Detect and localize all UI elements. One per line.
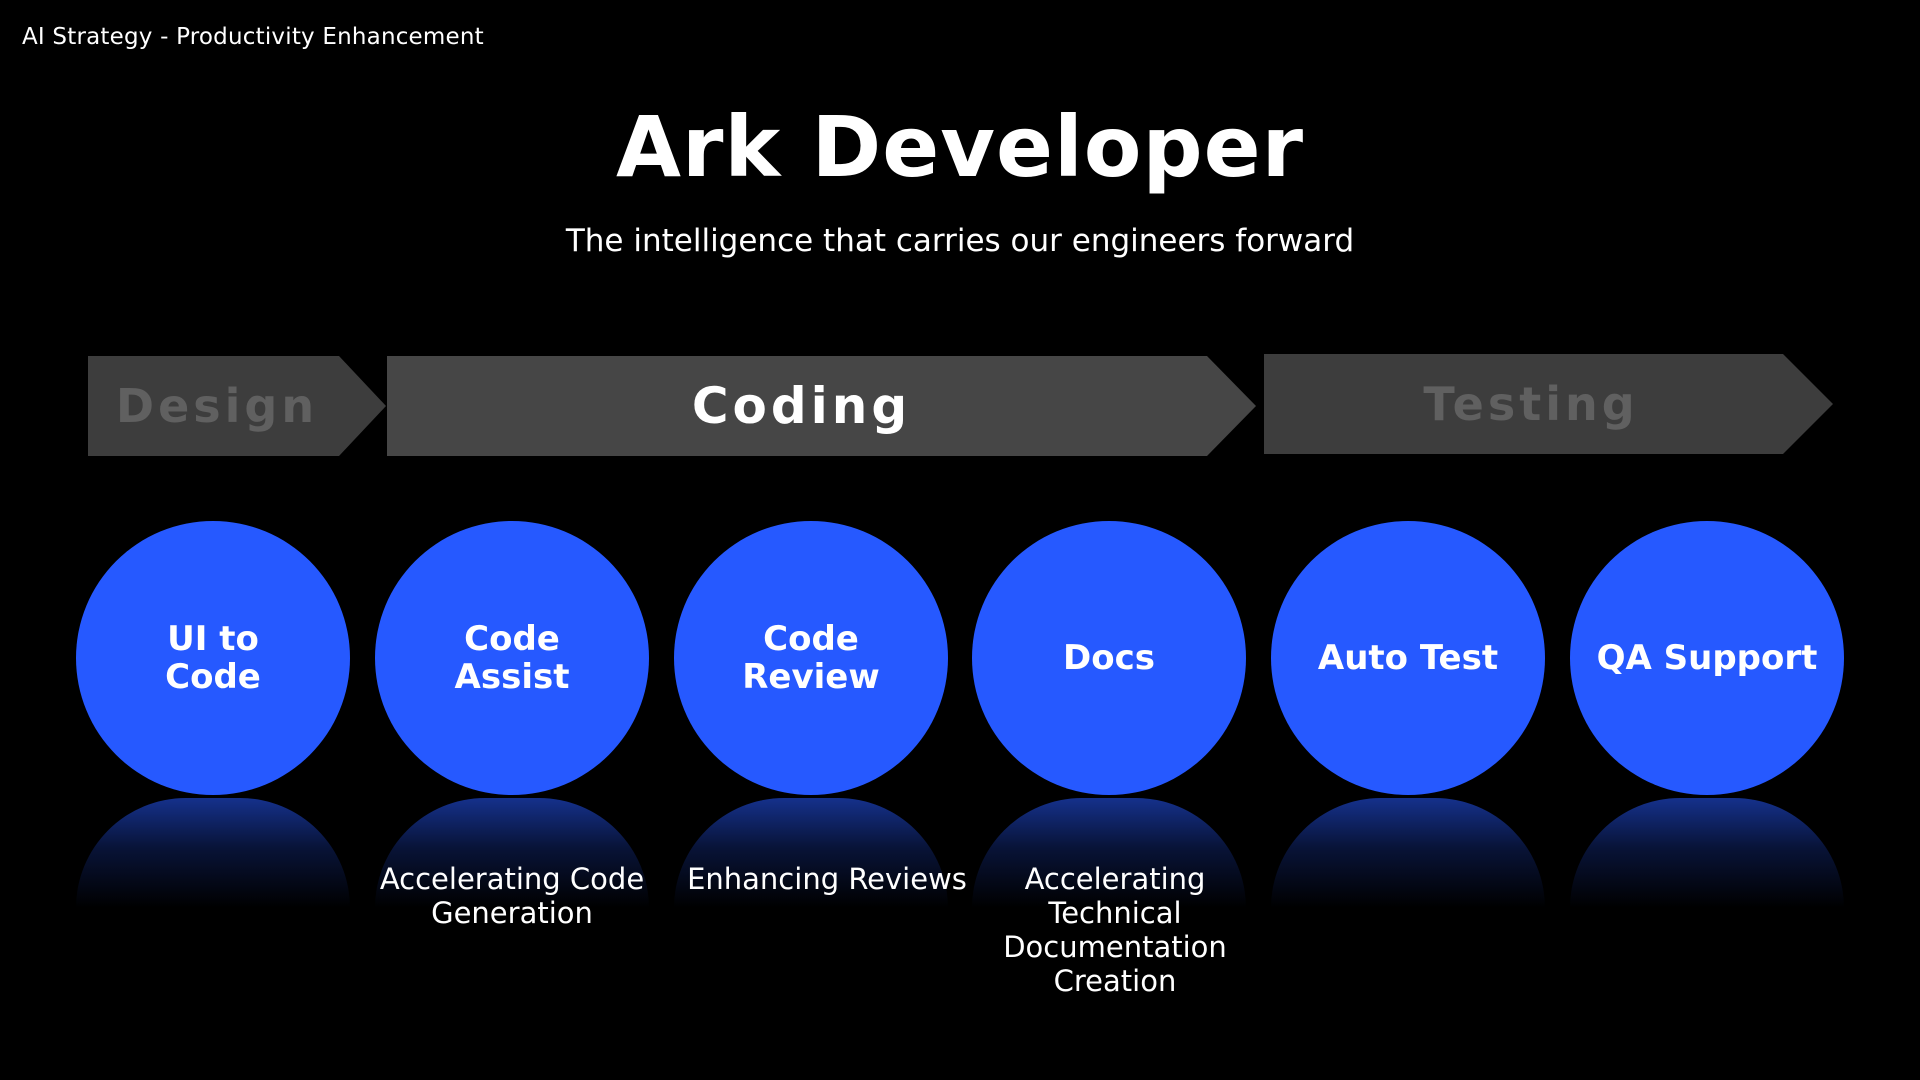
- circle-reflection: [1271, 798, 1545, 908]
- tool-name: Auto Test: [1317, 638, 1499, 678]
- tool-name: Code Review: [742, 619, 880, 697]
- circle-reflection: [76, 798, 350, 908]
- tool-circle-code-review: Code Review: [674, 521, 948, 795]
- tool-circle-qa-support: QA Support: [1570, 521, 1844, 795]
- tool-circle-ui-to-code: UI to Code: [76, 521, 350, 795]
- phase-arrow-testing: Testing: [1264, 354, 1833, 454]
- page-title: Ark Developer: [616, 98, 1304, 196]
- tool-circle-code-assist: Code Assist: [375, 521, 649, 795]
- tool-name: Code Assist: [454, 619, 570, 697]
- phase-label-testing: Testing: [1423, 377, 1639, 431]
- tool-description-code-assist: Accelerating Code Generation: [379, 862, 645, 930]
- phase-label-coding: Coding: [691, 377, 912, 435]
- phase-arrow-design: Design: [88, 356, 386, 456]
- tool-name: Docs: [1063, 638, 1155, 678]
- phase-arrow-coding: Coding: [387, 356, 1256, 456]
- circle-reflection: [1570, 798, 1844, 908]
- tool-description-docs: Accelerating Technical Documentation Cre…: [1003, 862, 1227, 998]
- tool-description-code-review: Enhancing Reviews: [687, 862, 967, 896]
- phase-label-design: Design: [115, 379, 319, 433]
- tool-name: UI to Code: [165, 619, 261, 697]
- tool-circle-docs: Docs: [972, 521, 1246, 795]
- page-subtitle: The intelligence that carries our engine…: [565, 223, 1355, 259]
- tool-circle-auto-test: Auto Test: [1271, 521, 1545, 795]
- tool-name: QA Support: [1596, 638, 1818, 678]
- breadcrumb: AI Strategy - Productivity Enhancement: [22, 24, 484, 50]
